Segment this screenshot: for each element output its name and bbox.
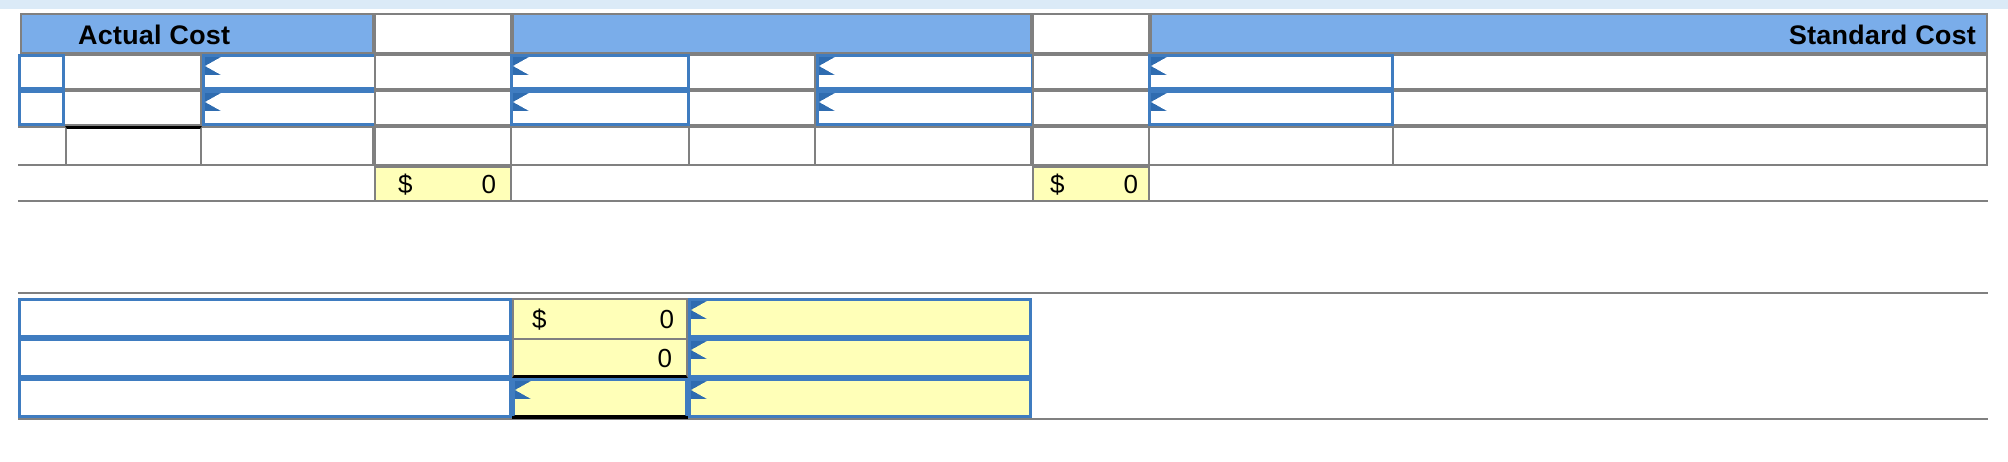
comment-marker-icon: [691, 301, 707, 319]
input-r2-c7[interactable]: [1148, 90, 1394, 126]
input-r1-c6[interactable]: [816, 54, 1034, 90]
variance-amount-1[interactable]: $ 0: [512, 298, 688, 338]
variance-amount-2-value: 0: [657, 342, 672, 373]
input-r2-c3[interactable]: [202, 90, 400, 126]
bottom-row-3-filler: [1032, 378, 1988, 418]
cell-r3-c3[interactable]: [202, 126, 374, 166]
banner-gap-1: [374, 13, 512, 54]
input-r1-c4[interactable]: [510, 54, 690, 90]
cell-r1-c2[interactable]: [65, 54, 202, 90]
variance-note-2[interactable]: [688, 338, 1032, 378]
subtotal-double-rule: [512, 416, 688, 419]
banner-actual-cost-label: Actual Cost: [78, 20, 231, 50]
comment-marker-icon: [513, 57, 529, 75]
frozen-pane-divider: [0, 9, 2008, 11]
bottom-section-rule: [18, 418, 1988, 422]
currency-symbol: $: [532, 304, 547, 334]
comment-marker-icon: [1151, 57, 1167, 75]
cell-r3-c2[interactable]: [65, 126, 202, 166]
amount: 0: [659, 304, 674, 334]
comment-marker-icon: [691, 341, 707, 359]
banner-mid-1: [512, 13, 1032, 54]
variance-amount-3[interactable]: [512, 378, 688, 418]
banner-actual-cost: Actual Cost: [20, 13, 374, 54]
cell-r3-c5[interactable]: [690, 126, 816, 166]
cell-r2-gap2[interactable]: [1032, 90, 1150, 126]
input-r2-c6[interactable]: [816, 90, 1034, 126]
totals-row-left-filler: [18, 166, 374, 202]
cell-r3-c8[interactable]: [1394, 126, 1988, 166]
bottom-section-top-rule: [18, 292, 1988, 296]
cell-r2-c5[interactable]: [690, 90, 816, 126]
cell-r3-gap1[interactable]: [374, 126, 512, 166]
cell-r3-c4[interactable]: [512, 126, 690, 166]
variance-amount-3-value: [515, 381, 685, 415]
comment-marker-icon: [513, 93, 529, 111]
cell-r3-c1[interactable]: [18, 126, 65, 166]
variance-amount-1-value: $ 0: [514, 300, 686, 338]
total-standard-cost[interactable]: $ 0: [1032, 166, 1150, 202]
currency-symbol: $: [1050, 169, 1065, 199]
total-actual-cost-value: $ 0: [376, 168, 510, 200]
comment-marker-icon: [819, 93, 835, 111]
comment-marker-icon: [691, 381, 707, 399]
totals-row-right-filler: [1150, 166, 1988, 202]
totals-row-mid-filler: [512, 166, 1032, 202]
comment-marker-icon: [205, 93, 221, 111]
variance-note-3[interactable]: [688, 378, 1032, 418]
comment-marker-icon: [1151, 93, 1167, 111]
banner-gap-2: [1032, 13, 1150, 54]
comment-marker-icon: [205, 57, 221, 75]
frozen-pane-strip: [0, 0, 2008, 9]
cell-r2-gap1[interactable]: [374, 90, 512, 126]
cell-r1-c5[interactable]: [690, 54, 816, 90]
currency-symbol: $: [398, 169, 413, 199]
cell-r3-c6[interactable]: [816, 126, 1032, 166]
cell-r3-gap2[interactable]: [1032, 126, 1150, 166]
total-standard-cost-value: $ 0: [1034, 168, 1148, 200]
input-r2-c4[interactable]: [510, 90, 690, 126]
input-r1-c1[interactable]: [18, 54, 65, 90]
cell-r2-c2[interactable]: [65, 90, 202, 126]
comment-marker-icon: [819, 57, 835, 75]
cell-r2-c8[interactable]: [1394, 90, 1988, 126]
comment-marker-icon: [515, 381, 531, 399]
variance-note-1[interactable]: [688, 298, 1032, 338]
variance-amount-2[interactable]: 0: [512, 338, 688, 378]
total-actual-cost[interactable]: $ 0: [374, 166, 512, 202]
banner-standard-cost: Standard Cost: [1150, 13, 1988, 54]
bottom-row-2-filler: [1032, 338, 1988, 378]
variance-label-1[interactable]: [18, 298, 512, 338]
cell-r1-c8[interactable]: [1394, 54, 1988, 90]
amount: 0: [481, 169, 496, 199]
input-r1-c3[interactable]: [202, 54, 400, 90]
banner-standard-cost-label: Standard Cost: [1788, 20, 1976, 50]
cell-r3-c7[interactable]: [1150, 126, 1394, 166]
variance-label-2[interactable]: [18, 338, 512, 378]
input-r2-c1[interactable]: [18, 90, 65, 126]
input-r1-c7[interactable]: [1148, 54, 1394, 90]
bottom-row-1-filler: [1032, 298, 1988, 338]
cell-r1-gap1[interactable]: [374, 54, 512, 90]
variance-label-3[interactable]: [18, 378, 512, 418]
amount: 0: [1123, 169, 1138, 199]
cell-r1-gap2[interactable]: [1032, 54, 1150, 90]
